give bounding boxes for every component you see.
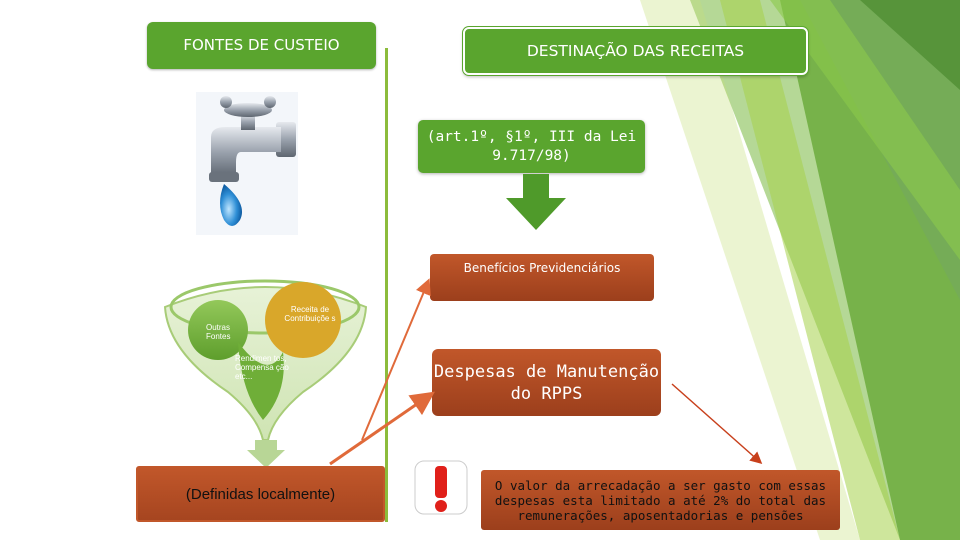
- title-fontes-de-custeio: FONTES DE CUSTEIO: [147, 22, 376, 69]
- vertical-divider: [385, 48, 388, 522]
- faucet-icon: [196, 92, 298, 235]
- funnel-label-outras-fontes: Outras Fontes: [206, 323, 231, 341]
- funnel-diagram: [163, 279, 368, 468]
- limite-nota-box: O valor da arrecadação a ser gasto com e…: [481, 470, 840, 530]
- despesas-manutencao-box: Despesas de Manutenção do RPPS: [432, 349, 661, 416]
- funnel-label-receita-contribuicoes: Receita de Contribuiçõe s: [284, 305, 336, 323]
- beneficios-previdenciarios-box: Benefícios Previdenciários: [430, 254, 654, 301]
- definidas-localmente-box: (Definidas localmente): [136, 466, 385, 522]
- funnel-label-rendimentos: Rendimen tos, Compensa ção etc...: [235, 354, 289, 381]
- title-destinacao-das-receitas: DESTINAÇÃO DAS RECEITAS: [463, 27, 808, 75]
- down-arrow-icon: [506, 174, 566, 230]
- law-reference-box: (art.1º, §1º, III da Lei 9.717/98): [418, 120, 645, 173]
- exclamation-icon: [414, 460, 468, 515]
